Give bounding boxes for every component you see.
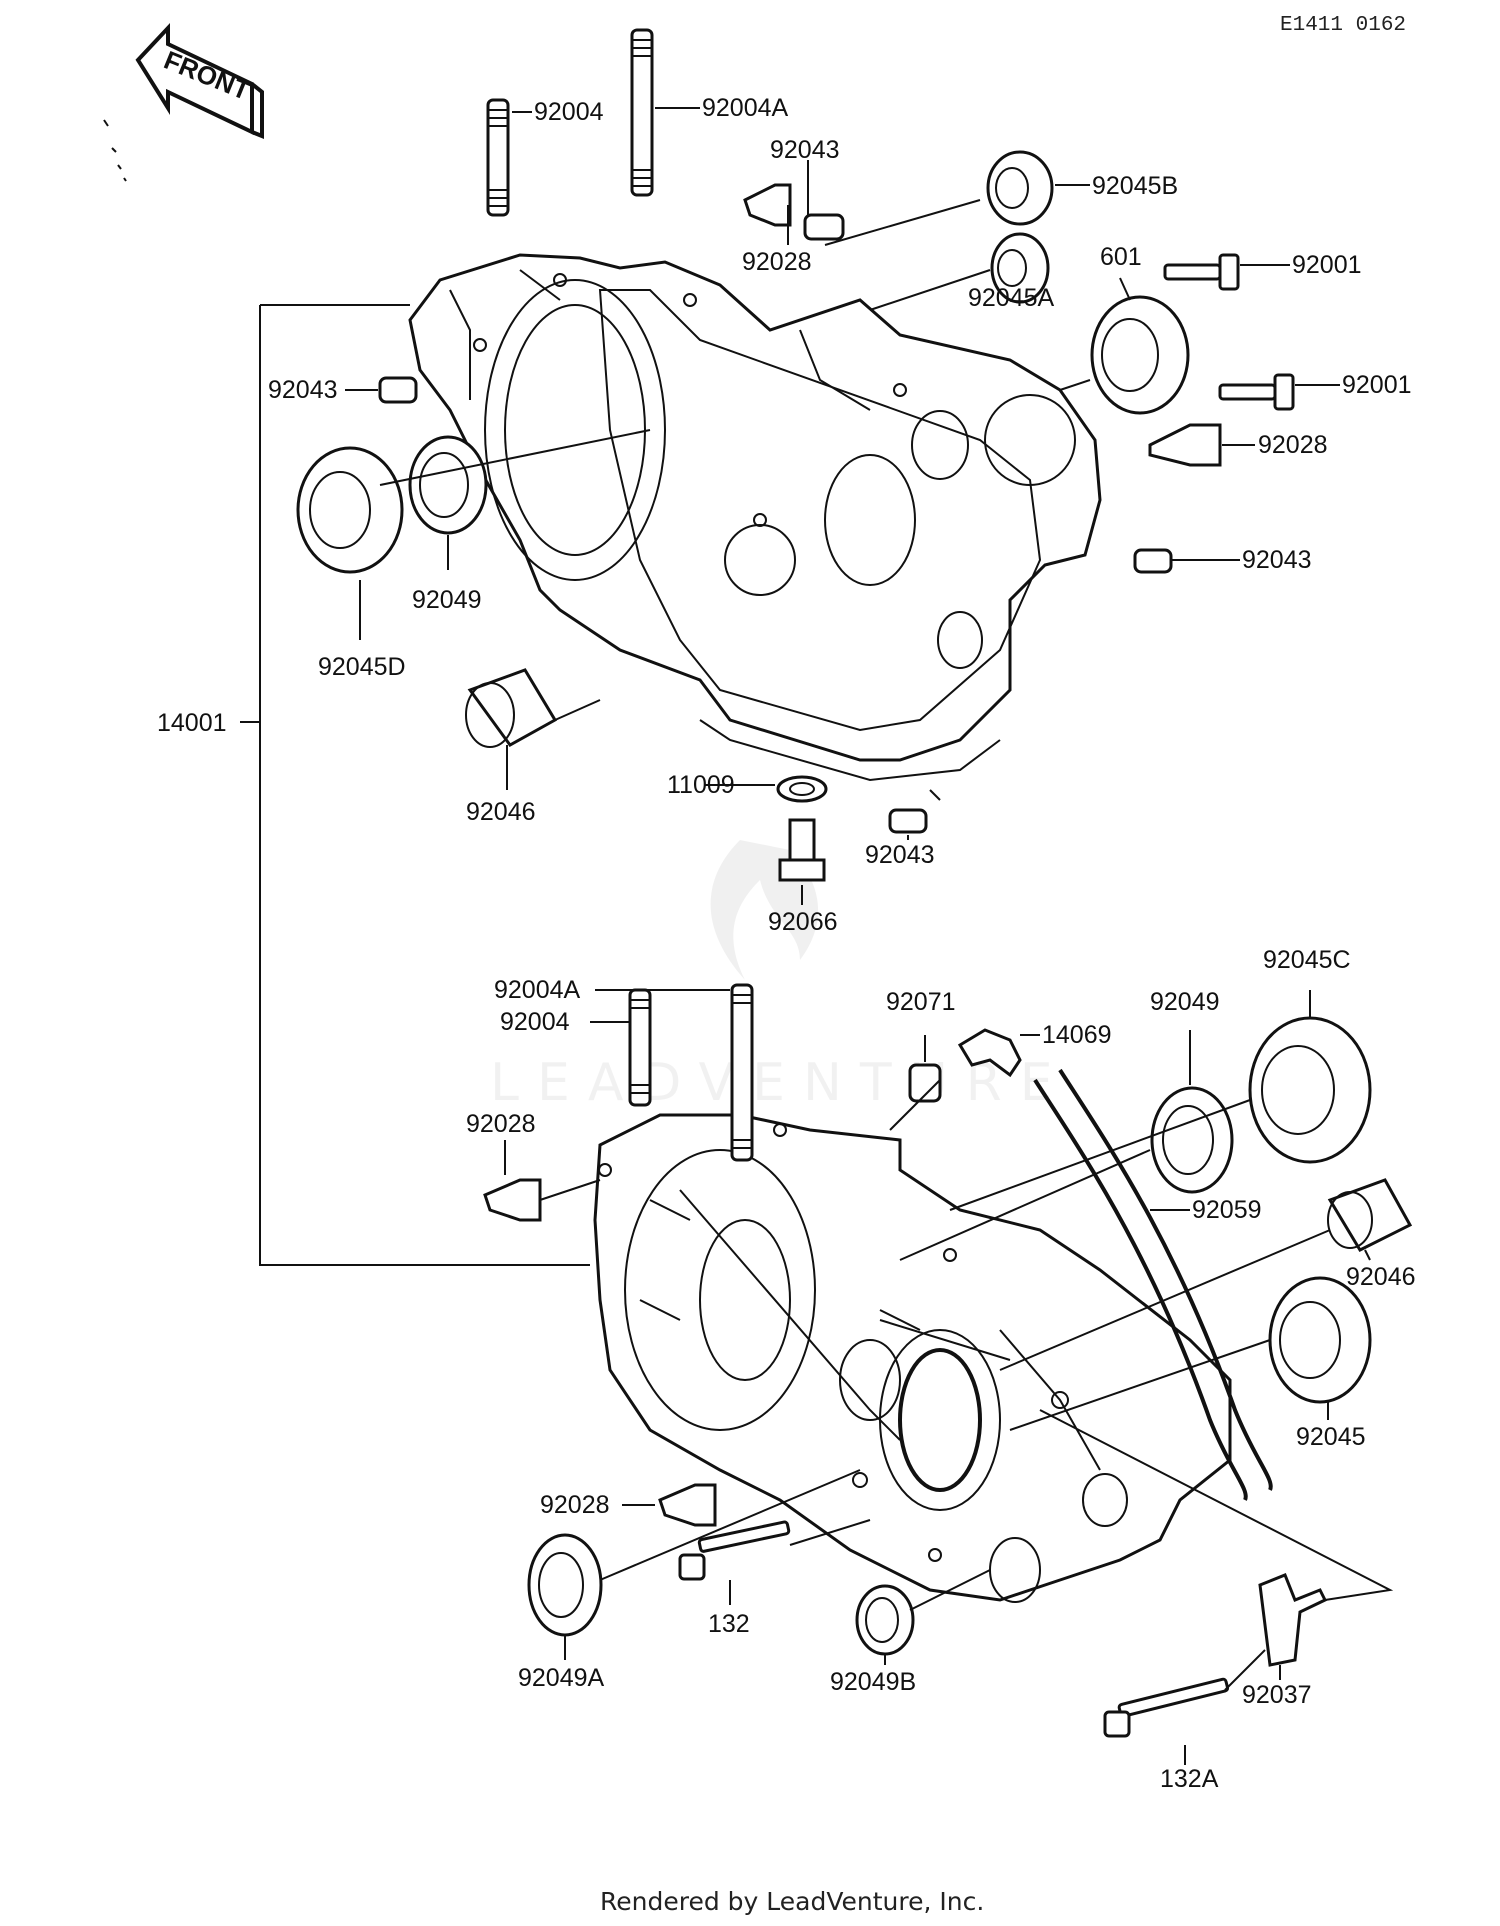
label-92028-right: 92028	[1258, 431, 1328, 459]
label-92028-lower: 92028	[540, 1491, 610, 1519]
label-92059: 92059	[1192, 1196, 1262, 1224]
label-92004A-lower: 92004A	[494, 976, 581, 1004]
stud-92004A-top	[630, 28, 654, 197]
bolt-92001-b	[1218, 373, 1295, 411]
bracket-92037	[1258, 1573, 1328, 1667]
washer-11009	[776, 775, 828, 803]
leader-lines	[240, 107, 1394, 1765]
seal-92049-upper	[408, 435, 488, 535]
seal-92049-lower	[1150, 1086, 1234, 1194]
label-92071: 92071	[886, 988, 956, 1016]
diagram-code: E1411 0162	[1280, 14, 1406, 37]
label-92045A: 92045A	[968, 284, 1055, 312]
label-132: 132	[708, 1610, 750, 1638]
fitting-92071	[908, 1063, 942, 1103]
label-92045: 92045	[1296, 1423, 1366, 1451]
watermark-text: LEADVENTURE	[490, 1053, 1071, 1113]
bearing-92045	[1268, 1276, 1372, 1404]
front-arrow-icon: FRONT	[135, 22, 264, 139]
label-92028-top: 92028	[742, 248, 812, 276]
label-92045B: 92045B	[1092, 172, 1178, 200]
bolt-132	[678, 1520, 791, 1581]
needle-bearing-92046-lower	[1327, 1178, 1413, 1252]
label-92049-lower: 92049	[1150, 988, 1220, 1016]
bearing-92045A	[990, 232, 1050, 304]
stud-92004-top	[486, 98, 510, 217]
label-92037: 92037	[1242, 1681, 1312, 1709]
upper-crankcase-half	[408, 253, 1102, 782]
bearing-601	[1090, 295, 1190, 415]
label-601: 601	[1100, 243, 1142, 271]
dowel-92028-lower-left	[483, 1178, 542, 1222]
dowel-92043-left	[378, 376, 418, 404]
label-132A: 132A	[1160, 1765, 1219, 1793]
label-92001-a: 92001	[1292, 251, 1362, 279]
label-92004-top: 92004	[534, 98, 604, 126]
lower-crankcase-half	[593, 1113, 1232, 1603]
label-11009: 11009	[667, 771, 735, 799]
dowel-92043-top	[803, 213, 845, 241]
bolt-132A	[1103, 1677, 1230, 1738]
label-92046-lower: 92046	[1346, 1263, 1416, 1291]
stud-92004-lower	[628, 988, 652, 1107]
label-92043-top: 92043	[770, 136, 840, 164]
label-92004A-top: 92004A	[702, 94, 789, 122]
drain-bolt-92066	[778, 818, 826, 882]
label-92043-right: 92043	[1242, 546, 1312, 574]
dowel-92028-top	[743, 183, 792, 227]
footer-credit: Rendered by LeadVenture, Inc.	[600, 1887, 984, 1916]
label-92045D: 92045D	[318, 653, 406, 681]
dowel-92028-right	[1148, 423, 1222, 467]
seal-92049B	[855, 1584, 915, 1656]
breather-hose-92059	[1033, 1068, 1273, 1501]
label-92046-upper: 92046	[466, 798, 536, 826]
label-92043-left: 92043	[268, 376, 338, 404]
seal-92049A	[527, 1533, 603, 1637]
dowel-92043-bottom	[888, 808, 928, 834]
label-92066: 92066	[768, 908, 838, 936]
label-92049A: 92049A	[518, 1664, 605, 1692]
label-92004-lower: 92004	[500, 1008, 570, 1036]
dowel-92043-right	[1133, 548, 1173, 574]
debris-marks	[103, 119, 127, 182]
label-92043-bottom: 92043	[865, 841, 935, 869]
label-92049B: 92049B	[830, 1668, 916, 1696]
bearing-92045C	[1248, 1016, 1372, 1164]
stud-92004A-lower	[730, 983, 754, 1162]
label-92045C: 92045C	[1263, 946, 1351, 974]
label-14069: 14069	[1042, 1021, 1112, 1049]
hose-fitting-14069	[957, 1028, 1022, 1078]
label-92049-upper: 92049	[412, 586, 482, 614]
label-14001: 14001	[157, 709, 227, 737]
bearing-92045B	[986, 150, 1054, 226]
needle-bearing-92046-upper	[465, 668, 558, 748]
bolt-92001-a	[1163, 253, 1240, 291]
dowel-92028-lower	[658, 1483, 717, 1527]
bearing-92045D	[296, 446, 404, 574]
label-92001-b: 92001	[1342, 371, 1412, 399]
label-92028-lower-left: 92028	[466, 1110, 536, 1138]
